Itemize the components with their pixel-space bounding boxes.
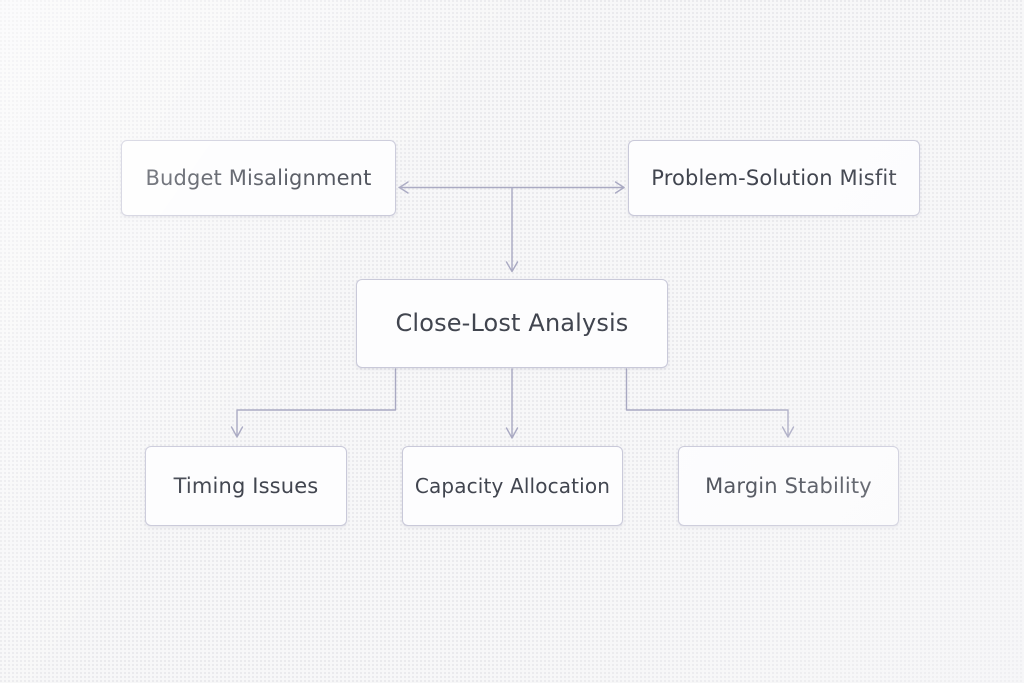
node-close-lost-analysis[interactable]: Close-Lost Analysis <box>356 279 668 368</box>
edge-top-to-close-lost <box>505 187 519 273</box>
node-label: Timing Issues <box>173 473 319 498</box>
node-label: Close-Lost Analysis <box>395 308 629 337</box>
node-capacity-allocation[interactable]: Capacity Allocation <box>402 446 623 526</box>
node-label: Margin Stability <box>705 473 872 498</box>
node-budget-misalignment[interactable]: Budget Misalignment <box>121 140 396 216</box>
node-timing-issues[interactable]: Timing Issues <box>145 446 347 526</box>
node-label: Capacity Allocation <box>414 473 611 498</box>
edge-close-lost-margin <box>625 368 795 438</box>
node-margin-stability[interactable]: Margin Stability <box>678 446 899 526</box>
edge-close-lost-capacity <box>505 368 519 439</box>
node-label: Problem-Solution Misfit <box>651 165 897 190</box>
node-problem-solution-misfit[interactable]: Problem-Solution Misfit <box>628 140 920 216</box>
edge-close-lost-timing <box>230 368 397 438</box>
node-label: Budget Misalignment <box>145 165 372 190</box>
